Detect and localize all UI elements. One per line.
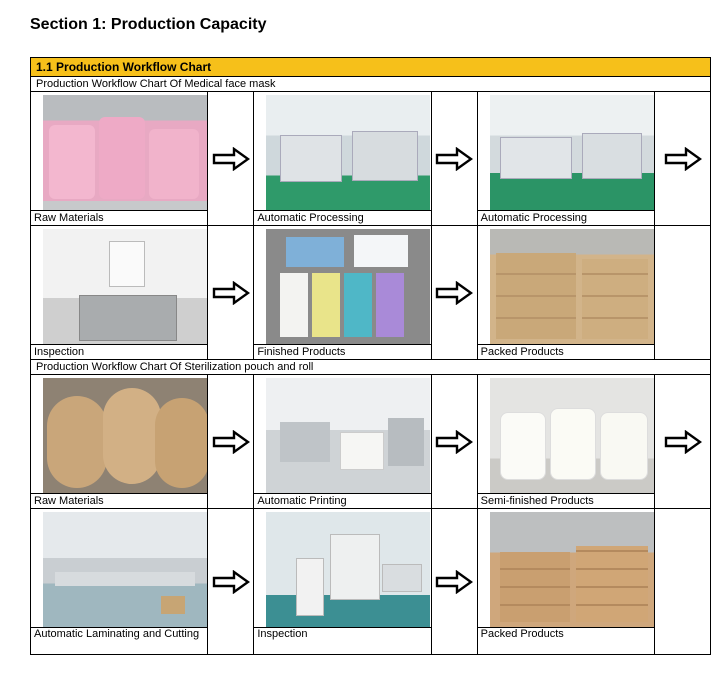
automatic-laminating-photo [43,512,207,627]
step-caption: Raw Materials [31,493,208,508]
step-cell: Automatic Processing [254,92,432,225]
step-cell: Automatic Printing [254,375,432,508]
panel-header: 1.1 Production Workflow Chart [31,58,710,77]
section-title: Section 1: Production Capacity [30,16,267,33]
step-cell: Automatic Laminating and Cutting [31,509,209,654]
step-cell: Semi-finished Products [477,375,656,508]
workflow-row: Automatic Laminating and Cutting Inspect… [31,509,710,654]
arrow-cell [208,92,255,225]
workflow-row: Raw Materials Automatic Processing Autom… [31,92,710,226]
step-caption: Automatic Processing [477,210,655,225]
group-subtitle: Production Workflow Chart Of Medical fac… [31,77,710,92]
workflow-table: 1.1 Production Workflow Chart Production… [30,57,711,655]
step-cell: Packed Products [477,509,656,654]
step-caption: Finished Products [254,344,431,359]
step-cell: Automatic Processing [477,92,656,225]
workflow-row: Raw Materials Automatic Printing Semi-fi… [31,375,710,509]
semi-finished-products-photo [489,378,654,493]
step-caption: Packed Products [477,344,655,359]
arrow-cell [208,509,255,654]
automatic-printing-photo [266,378,431,493]
step-cell: Raw Materials [31,92,209,225]
arrow-cell [432,375,478,508]
right-arrow-outline-icon [436,146,474,171]
step-caption: Semi-finished Products [477,493,655,508]
right-arrow-outline-icon [664,146,702,171]
step-caption: Inspection [31,344,208,359]
automatic-processing-photo [266,95,431,210]
right-arrow-outline-icon [212,569,250,594]
right-arrow-outline-icon [436,280,474,305]
group-subtitle: Production Workflow Chart Of Sterilizati… [31,360,710,375]
arrow-cell [208,226,255,359]
right-arrow-outline-icon [436,569,474,594]
inspection-room-photo [266,512,431,627]
inspection-photo [43,229,207,344]
right-arrow-outline-icon [212,146,250,171]
packed-products-photo [489,512,654,627]
right-arrow-outline-icon [212,429,250,454]
workflow-row: Inspection Finished Products Packe [31,226,710,360]
arrow-spacer [655,509,710,654]
step-cell: Raw Materials [31,375,209,508]
arrow-cell [432,509,478,654]
step-caption: Automatic Processing [254,210,431,225]
finished-products-photo [266,229,431,344]
step-caption: Packed Products [477,627,655,654]
raw-materials-photo [43,95,207,210]
step-cell: Inspection [254,509,432,654]
step-caption: Inspection [254,627,431,654]
right-arrow-outline-icon [436,429,474,454]
arrow-cell [208,375,255,508]
right-arrow-outline-icon [212,280,250,305]
packed-products-photo [489,229,654,344]
arrow-cell [432,92,478,225]
step-caption: Raw Materials [31,210,208,225]
arrow-cell [655,92,710,225]
right-arrow-outline-icon [664,429,702,454]
raw-materials-photo [43,378,207,493]
step-cell: Finished Products [254,226,432,359]
step-caption: Automatic Printing [254,493,431,508]
arrow-spacer [655,226,710,359]
step-cell: Inspection [31,226,209,359]
arrow-cell [655,375,710,508]
step-cell: Packed Products [477,226,656,359]
step-caption: Automatic Laminating and Cutting [31,627,208,654]
automatic-processing-photo [489,95,654,210]
arrow-cell [432,226,478,359]
